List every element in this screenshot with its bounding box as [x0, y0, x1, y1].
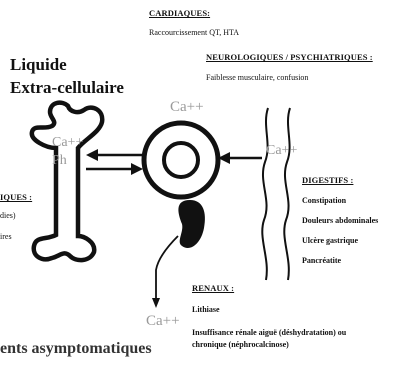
left-cut-item-1: ires: [0, 232, 12, 241]
renal-item-0: Lithiase: [192, 305, 220, 314]
left-cut-item-0: dies): [0, 211, 16, 220]
renal-item-1: Insuffisance rénale aiguë (déshydratatio…: [192, 328, 346, 337]
neuro-item: Faiblesse musculaire, confusion: [206, 73, 308, 82]
renal-item-2: chronique (néphrocalcinose): [192, 340, 289, 349]
urinary-arrow-head: [152, 298, 160, 308]
intestine-left-line: [262, 108, 268, 280]
kidney-shape: [178, 200, 205, 248]
inner-ring: [164, 143, 198, 177]
ca-label-right: Ca++: [266, 143, 297, 159]
ca-label-bone: Ca++: [52, 135, 83, 151]
liquid-title-line2: Extra-cellulaire: [10, 78, 124, 98]
intestine-right-line: [284, 108, 290, 280]
digestive-header: DIGESTIFS :: [302, 175, 353, 185]
liquid-title-line1: Liquide: [10, 55, 67, 75]
renal-header: RENAUX :: [192, 283, 234, 293]
left-cut-header: IQUES :: [0, 192, 32, 202]
footer-text: ents asymptomatiques: [0, 340, 152, 358]
digestive-item-1: Douleurs abdominales: [302, 216, 378, 225]
cardiac-header: CARDIAQUES:: [149, 8, 210, 18]
digestive-item-0: Constipation: [302, 196, 346, 205]
ca-label-bottom: Ca++: [146, 313, 180, 330]
urinary-line: [156, 236, 178, 300]
ca-label-top: Ca++: [170, 99, 204, 116]
arrow-to-ring-head: [131, 163, 143, 175]
neuro-header: NEUROLOGIQUES / PSYCHIATRIQUES :: [206, 52, 373, 62]
arrow-to-bone-head: [86, 149, 98, 161]
digestive-item-3: Pancréatite: [302, 256, 341, 265]
cardiac-item: Raccourcissement QT, HTA: [149, 28, 239, 37]
digestive-item-2: Ulcère gastrique: [302, 236, 358, 245]
ph-label-bone: Ph: [52, 153, 67, 169]
bone-shape: [32, 103, 102, 260]
